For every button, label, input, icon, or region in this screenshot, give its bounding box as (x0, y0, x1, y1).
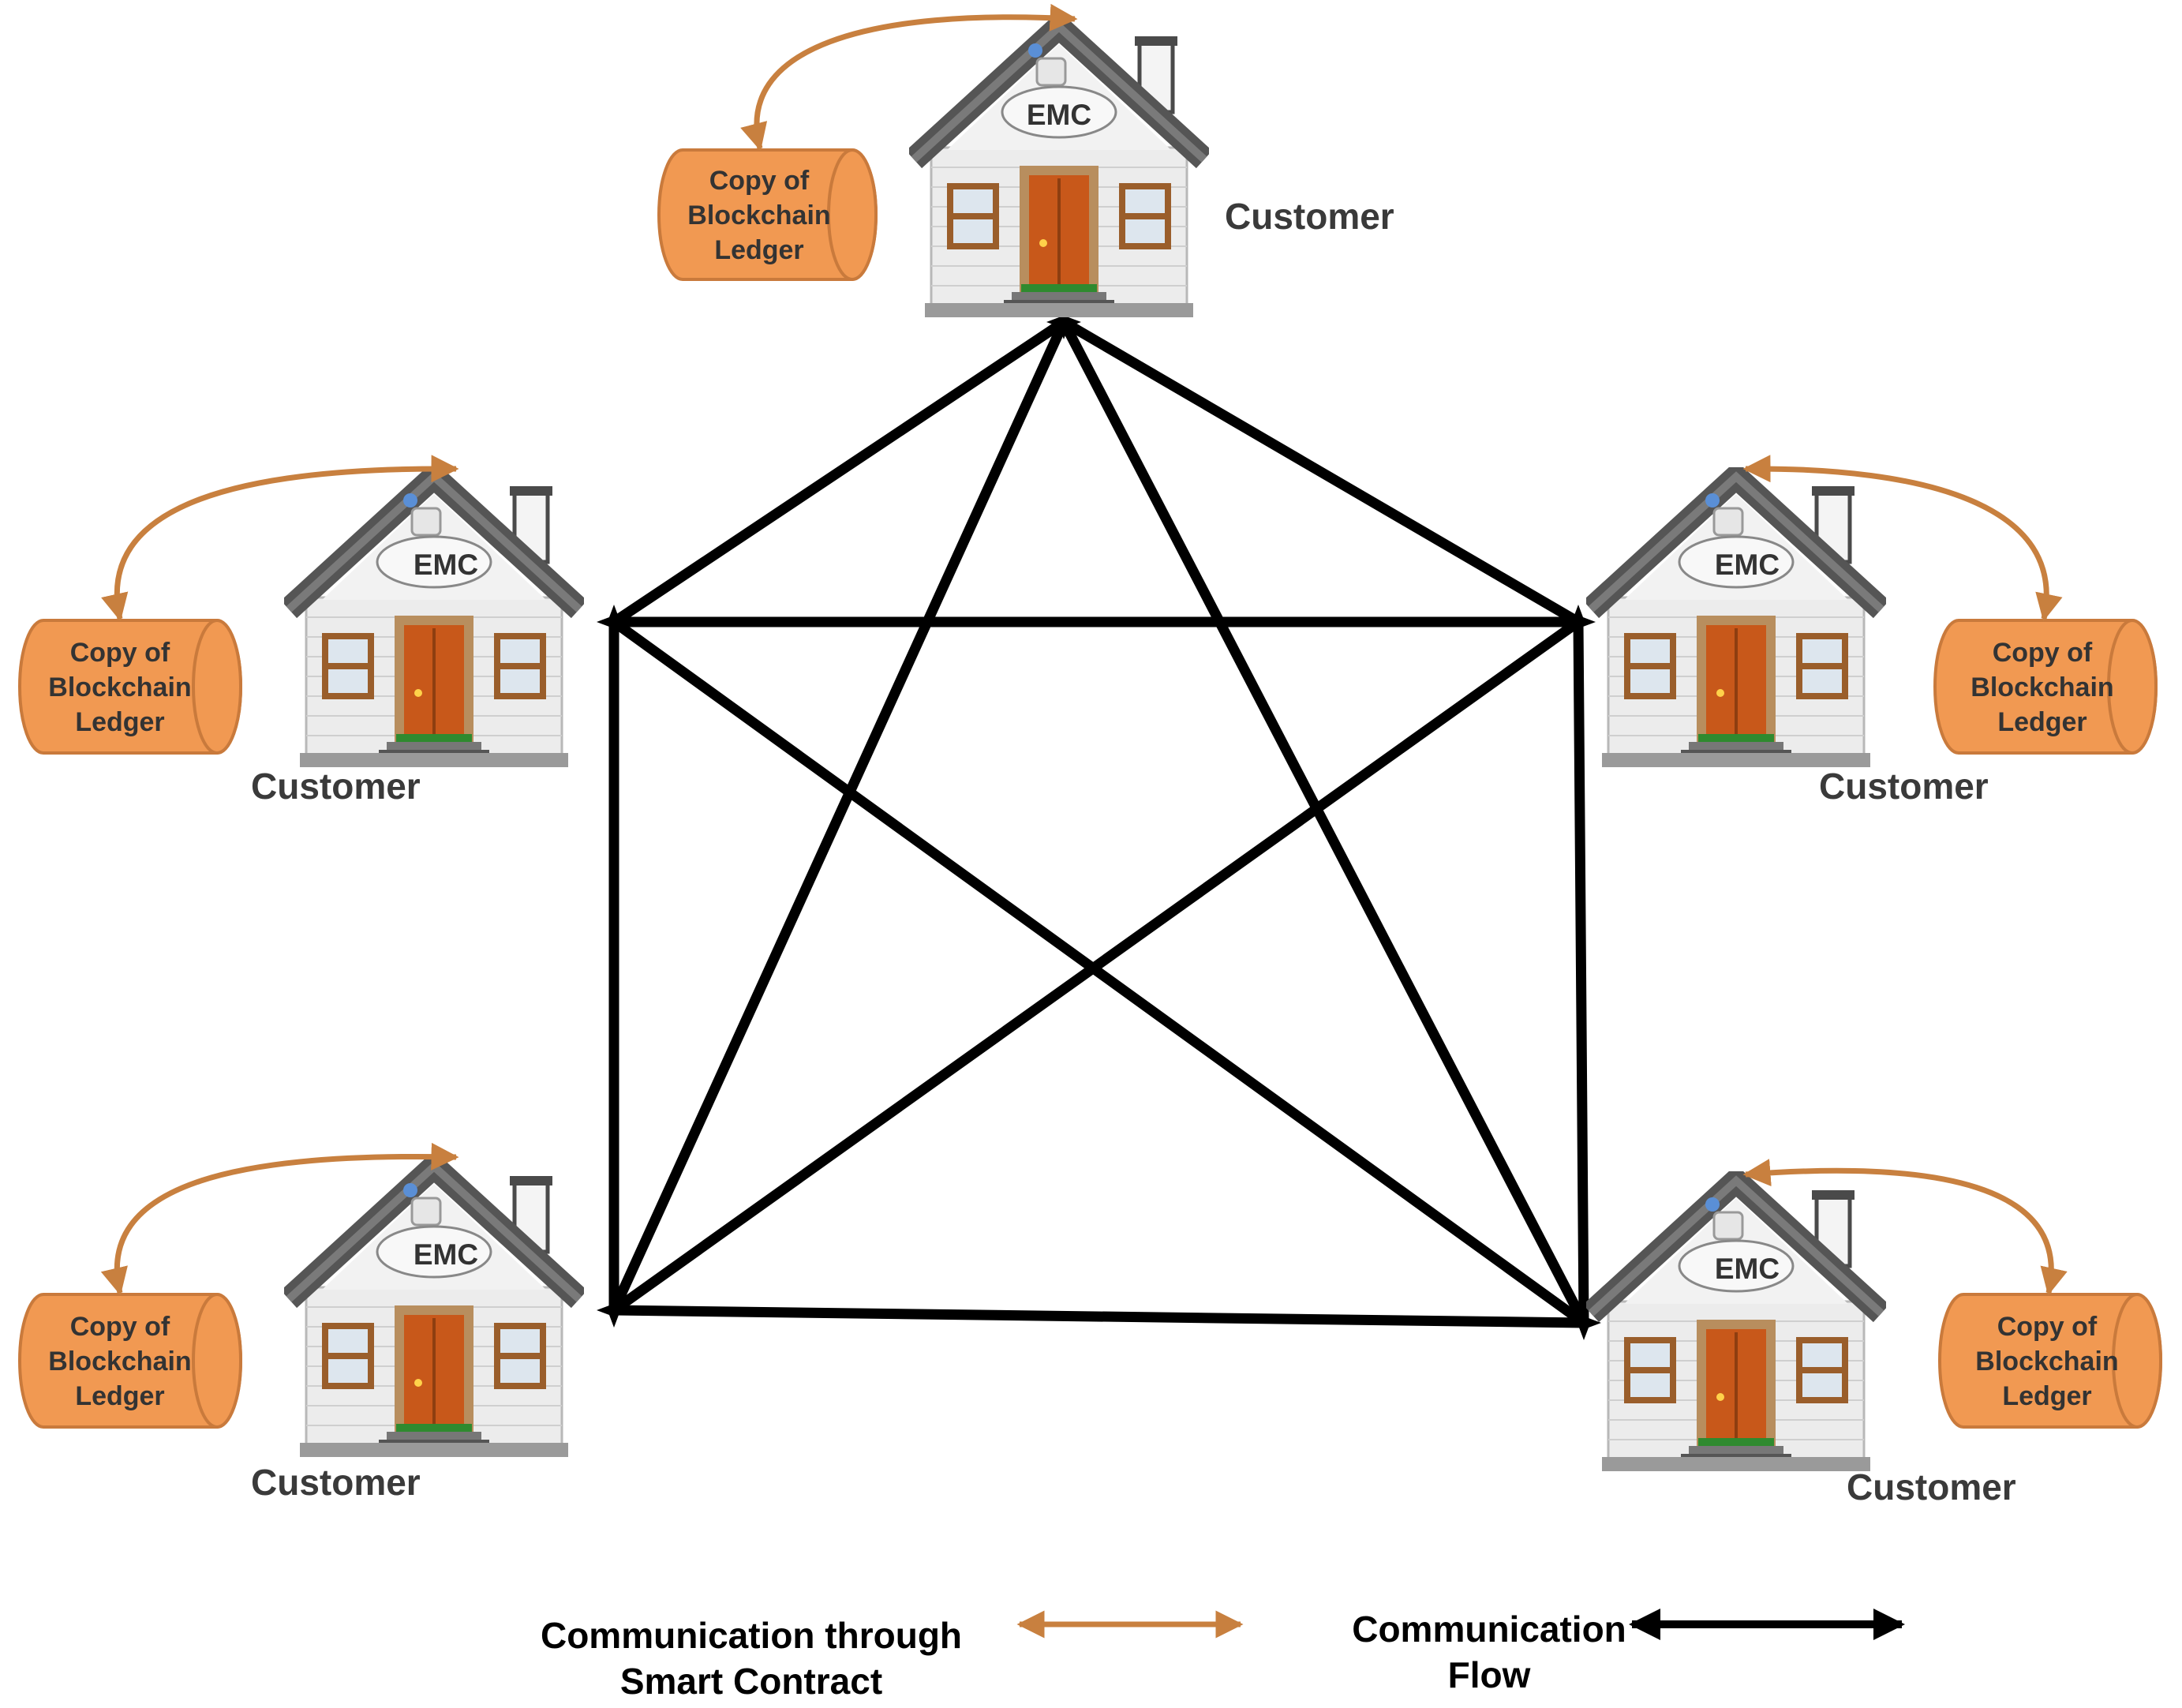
node-top: EMC Customer Copy of Blockchain Ledger (657, 3, 1394, 317)
customer-label: Customer (251, 1462, 421, 1503)
ledger-line3: Ledger (75, 1381, 164, 1411)
ledger-line1: Copy of (1993, 638, 2093, 668)
customer-label: Customer (1847, 1466, 2016, 1508)
edge-top-bottom-right (1058, 317, 1589, 1328)
house-tag: EMC (414, 1238, 478, 1271)
edge-top-left (608, 317, 1069, 627)
ledger-cylinder: Copy of Blockchain Ledger (657, 148, 878, 281)
node-bottom-left: EMC Customer Copy of Blockchain Ledger (18, 1142, 579, 1503)
house-tag: EMC (1715, 549, 1780, 581)
junction-bottom-left (597, 1293, 631, 1328)
ledger-line1: Copy of (1997, 1312, 2098, 1342)
house-tag: EMC (1027, 99, 1091, 131)
junction-left (597, 605, 631, 639)
legend-smart-contract-label-line1: Communication through (541, 1615, 962, 1656)
house-icon (1591, 1181, 1881, 1471)
legend-flow-label-line2: Flow (1448, 1654, 1531, 1695)
edge-top-bottom-left (608, 317, 1069, 1316)
house-icon (1591, 477, 1881, 767)
ledger-line2: Blockchain (687, 200, 830, 230)
ledger-cylinder: Copy of Blockchain Ledger (1938, 1293, 2162, 1429)
ledger-line1: Copy of (709, 166, 810, 196)
house-tag: EMC (1715, 1253, 1780, 1285)
customer-label: Customer (1225, 196, 1394, 237)
edge-bottom-left-bottom-right (608, 1305, 1589, 1328)
smart-contract-arrow (1742, 455, 2063, 622)
ledger-line3: Ledger (75, 707, 164, 737)
customer-label: Customer (1819, 766, 1989, 807)
edge-right-bottom-right (1573, 616, 1589, 1328)
communication-flow-edges (608, 317, 1589, 1328)
ledger-line3: Ledger (1997, 707, 2087, 737)
smart-contract-arrow (1742, 1159, 2068, 1296)
ledger-line2: Blockchain (48, 1347, 191, 1377)
ledger-line1: Copy of (70, 1312, 170, 1342)
house-icon (914, 27, 1204, 317)
ledger-line2: Blockchain (1975, 1347, 2118, 1377)
smart-contract-arrow (740, 3, 1078, 152)
smart-contract-arrow (100, 1142, 459, 1296)
house-tag: EMC (414, 549, 478, 581)
house-icon (289, 1167, 579, 1457)
ledger-cylinder: Copy of Blockchain Ledger (1933, 619, 2158, 755)
ledger-line2: Blockchain (1971, 672, 2113, 702)
legend-flow-label-line1: Communication (1352, 1609, 1626, 1650)
ledger-line2: Blockchain (48, 672, 191, 702)
edge-left-bottom-right (608, 616, 1589, 1328)
ledger-line1: Copy of (70, 638, 170, 668)
legend-smart-contract-label-line2: Smart Contract (620, 1661, 882, 1702)
customer-label: Customer (251, 766, 421, 807)
junction-top (1046, 305, 1081, 339)
ledger-line3: Ledger (2002, 1381, 2091, 1411)
edge-right-bottom-left (608, 616, 1584, 1316)
legend: Communication through Smart Contract Com… (541, 1609, 1905, 1702)
node-junctions (597, 305, 1601, 1340)
junction-bottom-right (1566, 1305, 1601, 1340)
node-bottom-right: EMC Customer Copy of Blockchain Ledger (1591, 1159, 2162, 1508)
ledger-cylinder: Copy of Blockchain Ledger (18, 1293, 242, 1429)
junction-right (1561, 605, 1596, 639)
smart-contract-arrow (101, 455, 459, 622)
edge-top-right (1058, 317, 1584, 627)
ledger-cylinder: Copy of Blockchain Ledger (18, 619, 242, 755)
node-right: EMC Customer Copy of Blockchain Ledger (1591, 455, 2158, 807)
node-left: EMC Customer Copy of Blockchain Ledger (18, 455, 579, 807)
ledger-line3: Ledger (714, 235, 803, 265)
house-icon (289, 477, 579, 767)
